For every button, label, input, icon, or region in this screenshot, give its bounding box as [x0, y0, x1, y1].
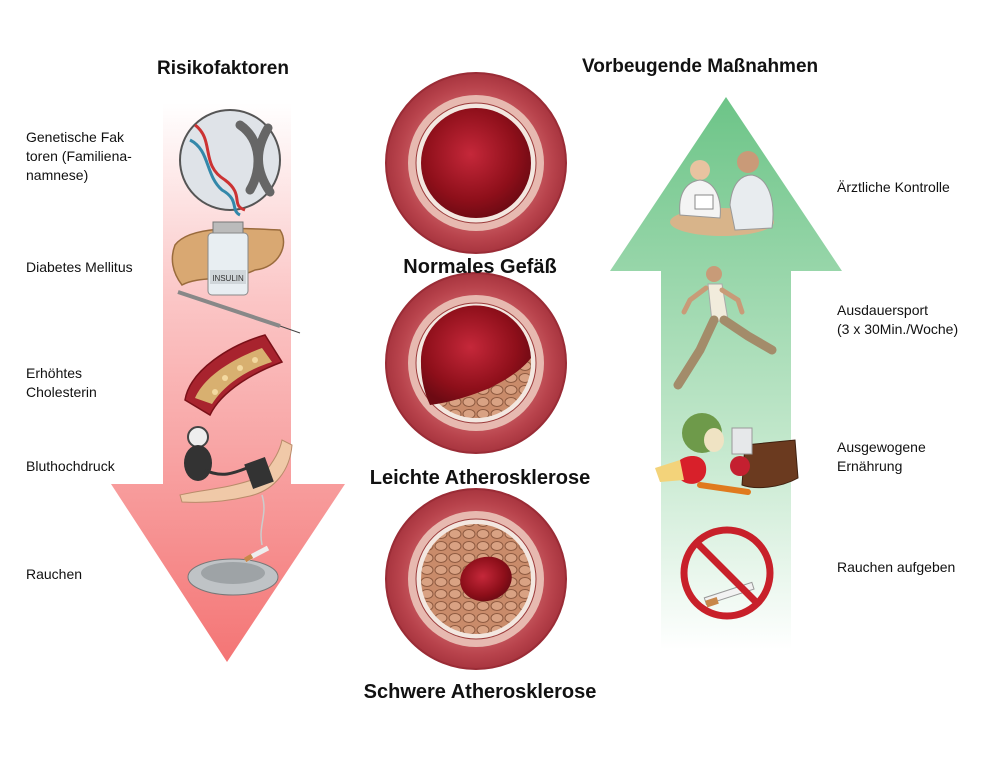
dna-chromosome-icon [179, 109, 281, 217]
runner-icon [673, 266, 777, 390]
blood-pressure-cuff-icon [179, 426, 293, 503]
no-smoking-icon [680, 526, 774, 620]
prevention-label-checkup: Ärztliche Kontrolle [837, 179, 950, 195]
risk-label-hypertension: Bluthochdruck [26, 458, 115, 474]
prevention-arrow [610, 97, 842, 650]
normal-vessel-graphic [385, 72, 567, 254]
risk-label-genetic: Genetische Fak toren (Familiena- namnese… [26, 129, 132, 183]
caption-mild-atherosclerosis: Leichte Atherosklerose [369, 467, 591, 489]
risk-label-diabetes: Diabetes Mellitus [26, 259, 133, 275]
pancreas-insulin-icon: INSULIN [171, 221, 301, 334]
risk-label-cholesterol: Erhöhtes Cholesterin [26, 365, 97, 400]
prevention-label-exercise: Ausdauersport (3 x 30Min./Woche) [837, 302, 959, 337]
ashtray-icon [187, 494, 279, 596]
healthy-food-icon [655, 413, 799, 495]
prevention-heading: Vorbeugende Maßnahmen [582, 56, 819, 77]
risk-label-smoking: Rauchen [26, 566, 83, 582]
prevention-label-quit-smoking: Rauchen aufgeben [837, 559, 956, 575]
caption-normal-vessel: Normales Gefäß [403, 256, 557, 278]
mild-atherosclerosis-vessel-graphic [385, 272, 567, 454]
doctor-consultation-icon [670, 151, 774, 236]
risk-factors-heading: Risikofaktoren [157, 58, 289, 79]
severe-atherosclerosis-vessel-graphic [385, 488, 567, 670]
insulin-label: INSULIN [212, 274, 244, 283]
caption-severe-atherosclerosis: Schwere Atherosklerose [363, 681, 597, 703]
prevention-label-diet: Ausgewogene Ernährung [837, 439, 926, 474]
artery-cholesterol-icon [184, 334, 284, 417]
